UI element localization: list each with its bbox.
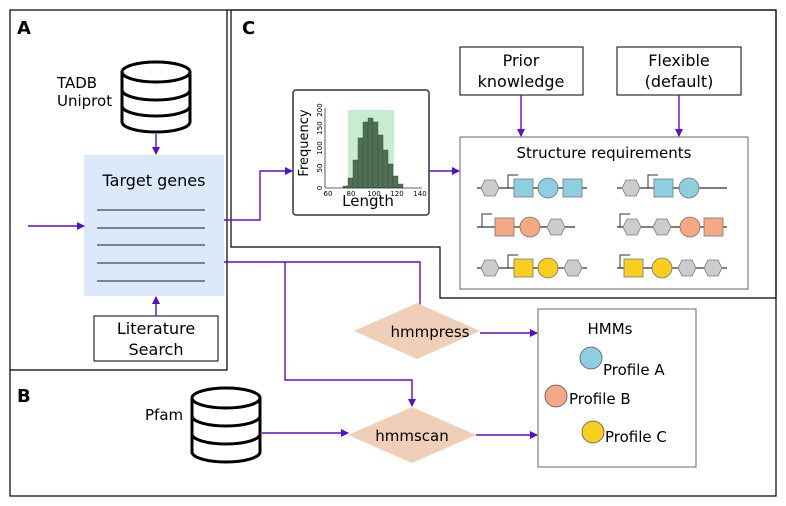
histogram-ylabel: Frequency: [297, 109, 312, 176]
panel-b-label: B: [17, 386, 31, 407]
svg-text:50: 50: [316, 164, 324, 173]
panel-c-arrows: [224, 95, 683, 439]
literature-search-box: [93, 315, 219, 362]
flexible-line2: (default): [645, 72, 714, 91]
profile-a-label: Profile A: [603, 361, 665, 379]
panel-a-label: A: [17, 18, 31, 39]
prior-knowledge-line2: knowledge: [478, 72, 565, 91]
literature-label-line1: Literature: [117, 319, 195, 338]
svg-text:120: 120: [390, 190, 403, 198]
panel-c-label: C: [242, 18, 255, 39]
tadb-database-icon: [120, 60, 192, 134]
profile-c-marker: [581, 420, 605, 444]
svg-text:100: 100: [316, 141, 324, 154]
hmmscan-label: hmmscan: [375, 427, 449, 445]
svg-text:0: 0: [316, 186, 324, 190]
histogram-xticks: 60 80 100 120 140: [324, 190, 427, 198]
profile-b-label: Profile B: [569, 390, 631, 408]
target-genes-title: Target genes: [102, 171, 206, 190]
target-genes-box: [84, 155, 224, 296]
flexible-line1: Flexible: [648, 51, 710, 70]
hmmpress-diamond: [354, 303, 480, 359]
profile-a-marker: [579, 346, 603, 370]
histogram-xlabel: Length: [342, 192, 394, 210]
prior-knowledge-box: [459, 46, 584, 96]
profile-c-label: Profile C: [605, 428, 667, 446]
histogram-yticks: 0 50 100 150 200: [316, 103, 324, 190]
hmmpress-label: hmmpress: [391, 323, 470, 341]
hmms-title: HMMs: [588, 320, 633, 338]
panel-c-border: [230, 9, 777, 299]
literature-label-line2: Search: [129, 340, 184, 359]
pfam-label: Pfam: [145, 406, 183, 424]
svg-text:140: 140: [413, 190, 426, 198]
svg-text:200: 200: [316, 103, 324, 116]
flexible-default-box: [616, 46, 742, 96]
svg-text:100: 100: [367, 190, 380, 198]
structure-requirements-title: Structure requirements: [517, 144, 692, 162]
profile-b-marker: [544, 384, 568, 408]
pfam-database-icon: [190, 386, 262, 464]
svg-text:60: 60: [324, 190, 333, 198]
gene-list-lines: [97, 209, 205, 282]
svg-text:80: 80: [347, 190, 356, 198]
hmms-box: [537, 308, 697, 468]
uniprot-label: Uniprot: [57, 92, 112, 110]
tadb-label: TADB: [56, 74, 97, 92]
svg-text:150: 150: [316, 121, 324, 134]
panel-a-border: [10, 10, 228, 371]
gene-structure-diagrams: [477, 174, 727, 279]
hmmscan-diamond: [348, 407, 476, 463]
prior-knowledge-line1: Prior: [503, 51, 540, 70]
panel-a-arrows: [28, 134, 160, 316]
